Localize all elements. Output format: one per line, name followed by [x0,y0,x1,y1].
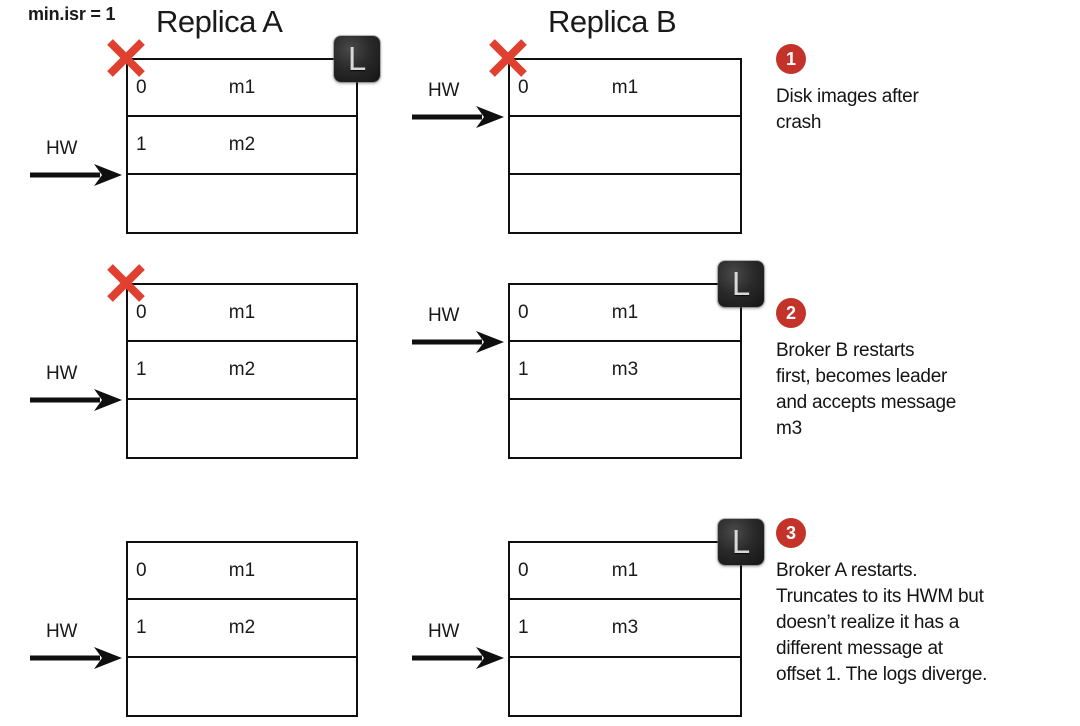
panel-1-replica-a-leader-badge: L [334,36,380,82]
step-badge-2: 2 [776,298,806,328]
panel-3-replica-b-row-1-offset: 1 [518,616,529,638]
panel-3-replica-a-row-1-offset: 1 [136,616,147,638]
panel-3-replica-a-row-1-message: m2 [228,616,256,638]
panel-3-replica-b-row-0-message: m1 [611,559,639,581]
panel-3-replica-a-row-2 [128,658,356,715]
panel-1-replica-a-row-1-message: m2 [228,133,256,155]
step-description-2: Broker B restarts first, becomes leader … [776,340,957,439]
panel-3-replica-b-row-1-message: m3 [611,616,639,638]
panel-1-replica-b-crash-x-icon [484,34,532,82]
panel-1-replica-b-hw-marker: HW [410,80,506,142]
panel-3-replica-a-row-0-message: m1 [228,559,256,581]
panel-1-replica-b-row-0-offset: 0 [518,76,529,98]
panel-2-replica-b-hw-arrow-icon [410,329,506,355]
panel-3-replica-b-row-2 [510,658,740,715]
panel-3-replica-b-row-0: 0 m1 [510,543,740,601]
step-description-1: Disk images after crash [776,86,919,133]
panel-1-replica-a-row-1: 1 m2 [128,117,356,175]
panel-3-replica-a-hw-label: HW [46,621,78,643]
panel-2-replica-b-hw-marker: HW [410,305,506,367]
panel-2-replica-a-crash-x-icon [102,259,150,307]
panel-2-replica-a-row-0: 0 m1 [128,285,356,343]
panel-1-replica-a-row-0: 0 m1 [128,60,356,118]
panel-3-replica-b-hw-marker: HW [410,621,506,683]
step-badge-1: 1 [776,44,806,74]
panel-1-replica-b-hw-label: HW [428,79,460,101]
panel-2-replica-b-row-0-offset: 0 [518,301,529,323]
panel-3-replica-b-hw-arrow-icon [410,645,506,671]
panel-3-replica-a-row-0-offset: 0 [136,559,147,581]
panel-3-replica-a-hw-marker: HW [28,621,124,683]
panel-2-replica-a-hw-marker: HW [28,363,124,425]
panel-1-replica-a-row-1-offset: 1 [136,133,147,155]
panel-3-replica-b-row-1: 1 m3 [510,600,740,658]
panel-1-replica-a-hw-arrow-icon [28,162,124,188]
leader-l-icon: L [731,522,751,560]
panel-3-replica-b-leader-badge: L [718,519,764,565]
step-badge-3: 3 [776,518,806,548]
panel-2-replica-b-log-box: 0 m1 1 m3 [508,283,742,459]
panel-2-replica-a-log-box: 0 m1 1 m2 [126,283,358,459]
panel-1-replica-b-row-0: 0 m1 [510,60,740,118]
panel-3-replica-b-log-box: 0 m1 1 m3 [508,541,742,717]
panel-1-replica-b-row-2 [510,175,740,232]
panel-3-replica-b-hw-label: HW [428,621,460,643]
panel-2-replica-a-row-1: 1 m2 [128,342,356,400]
leader-l-icon: L [731,264,751,302]
panel-2-replica-b-row-0: 0 m1 [510,285,740,343]
panel-2-replica-a-row-0-message: m1 [228,301,256,323]
panel-1-replica-a-row-2 [128,175,356,232]
panel-1-replica-a-log-box: 0 m1 1 m2 [126,58,358,234]
step-description-3: Broker A restarts. Truncates to its HWM … [776,560,988,685]
panel-1-replica-a-hw-marker: HW [28,138,124,200]
panel-1-replica-a-crash-x-icon [102,34,150,82]
panel-2-replica-b-hw-label: HW [428,304,460,326]
panel-1-replica-a-hw-label: HW [46,138,78,160]
panel-2-replica-b-row-0-message: m1 [611,301,639,323]
panel-1-replica-b-hw-arrow-icon [410,104,506,130]
panel-2-replica-a-row-1-message: m2 [228,358,256,380]
panel-1-replica-a-row-0-message: m1 [228,76,256,98]
panel-2-replica-b-leader-badge: L [718,261,764,307]
panel-2-replica-a-hw-label: HW [46,363,78,385]
panel-1-replica-b-log-box: 0 m1 [508,58,742,234]
panel-3-replica-a-hw-arrow-icon [28,645,124,671]
panel-2-replica-b-row-1-message: m3 [611,358,639,380]
panel-1-replica-b-row-1 [510,117,740,175]
panel-3-replica-b-row-0-offset: 0 [518,559,529,581]
panel-2-replica-a-row-1-offset: 1 [136,358,147,380]
column-header-replica-b: Replica B [548,4,677,39]
panel-3-replica-a-row-1: 1 m2 [128,600,356,658]
leader-l-icon: L [347,39,367,77]
panel-2-replica-a-hw-arrow-icon [28,387,124,413]
column-header-replica-a: Replica A [156,4,283,39]
panel-2-replica-b-row-1-offset: 1 [518,358,529,380]
panel-1-replica-a-row-0-offset: 0 [136,76,147,98]
panel-2-replica-b-row-1: 1 m3 [510,342,740,400]
panel-2-replica-a-row-0-offset: 0 [136,301,147,323]
panel-1-replica-b-row-0-message: m1 [611,76,639,98]
panel-2-replica-b-row-2 [510,400,740,457]
panel-3-replica-a-row-0: 0 m1 [128,543,356,601]
panel-3-replica-a-log-box: 0 m1 1 m2 [126,541,358,717]
panel-2-replica-a-row-2 [128,400,356,457]
min-isr-label: min.isr = 1 [28,4,116,24]
